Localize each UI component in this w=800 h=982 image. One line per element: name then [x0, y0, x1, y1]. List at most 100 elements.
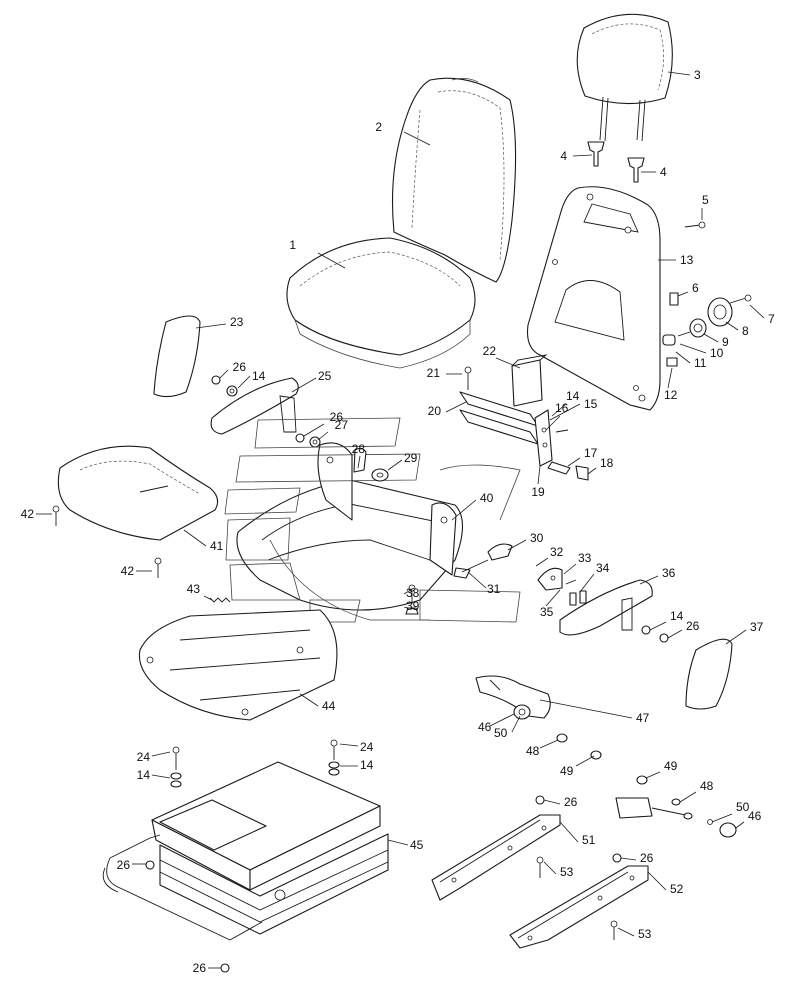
parts-layer: [52, 13, 752, 973]
callout-9: 9: [703, 333, 729, 349]
leader-line: [299, 693, 319, 707]
knob-assembly-parts: [662, 297, 733, 367]
callout-number: 14: [252, 369, 266, 383]
callout-26: 26: [667, 619, 700, 639]
callout-number: 48: [700, 779, 714, 793]
callout-38: 38: [403, 586, 420, 600]
seat-cushion-part: [286, 237, 476, 369]
leader-line: [559, 821, 579, 843]
callout-number: 52: [670, 882, 684, 896]
callout-number: 33: [578, 551, 592, 565]
callout-14: 14: [137, 768, 171, 782]
callout-number: 45: [410, 838, 424, 852]
callout-number: 30: [530, 531, 544, 545]
leader-line: [551, 403, 567, 417]
small-fastener-parts-left: [211, 375, 321, 448]
seat-frame-part: [224, 417, 521, 623]
callout-number: 5: [702, 193, 709, 207]
callout-18: 18: [587, 456, 614, 475]
headrest-part: [576, 13, 673, 142]
leader-line: [587, 467, 597, 475]
leader-line: [387, 839, 409, 846]
callout-number: 17: [584, 446, 598, 460]
backrest-cushion-part: [391, 77, 517, 283]
leader-line: [195, 323, 227, 329]
callout-number: 12: [664, 388, 678, 402]
callout-number: 22: [483, 344, 497, 358]
callout-22: 22: [483, 344, 521, 369]
callout-53: 53: [543, 861, 574, 879]
callout-26: 26: [303, 410, 344, 437]
callout-26: 26: [193, 961, 221, 975]
callout-37: 37: [725, 620, 764, 645]
callout-40: 40: [451, 491, 494, 521]
callout-number: 2: [375, 120, 382, 134]
suspension-fastener-parts: [145, 739, 340, 870]
callout-number: 50: [494, 726, 508, 740]
callout-number: 53: [638, 927, 652, 941]
rail-upper-part: [431, 795, 561, 901]
suspension-part: [102, 761, 389, 973]
leader-line: [451, 499, 477, 521]
callout-layer: 1234456789101112131414151617181920212223…: [21, 68, 775, 975]
leader-line: [183, 529, 207, 547]
leader-line: [545, 589, 561, 607]
callout-14: 14: [340, 758, 374, 772]
leader-line: [647, 871, 667, 891]
callout-27: 27: [317, 418, 348, 441]
callout-46: 46: [478, 713, 515, 734]
callout-3: 3: [667, 68, 701, 82]
callout-35: 35: [540, 589, 561, 619]
leader-line: [151, 751, 171, 757]
leader-line: [543, 799, 561, 805]
callout-6: 6: [677, 281, 699, 297]
leader-line: [495, 357, 521, 369]
callout-number: 26: [686, 619, 700, 633]
callout-number: 44: [322, 699, 336, 713]
callout-24: 24: [137, 750, 171, 764]
callout-number: 32: [550, 545, 564, 559]
callout-number: 36: [662, 566, 676, 580]
callout-number: 49: [664, 759, 678, 773]
callout-14: 14: [551, 389, 580, 417]
leader-line: [579, 573, 595, 593]
spring-and-base-parts: [138, 597, 338, 721]
callout-number: 20: [428, 404, 442, 418]
callout-50: 50: [711, 800, 750, 823]
leader-line: [151, 774, 171, 779]
callout-number: 53: [560, 865, 574, 879]
callout-4: 4: [560, 149, 593, 163]
bushing-parts: [353, 447, 389, 482]
leader-line: [539, 699, 633, 719]
callout-number: 14: [670, 609, 684, 623]
callout-42: 42: [21, 507, 52, 521]
leader-line: [543, 861, 557, 875]
leader-line: [572, 154, 593, 157]
callout-number: 11: [694, 356, 707, 370]
leader-line: [403, 587, 415, 595]
callout-number: 4: [560, 149, 567, 163]
callout-number: 50: [736, 800, 750, 814]
leader-line: [403, 606, 419, 611]
lever-parts: [453, 543, 513, 579]
leader-line: [675, 351, 691, 364]
leader-line: [291, 377, 317, 393]
callout-number: 46: [748, 809, 762, 823]
leader-line: [667, 629, 683, 639]
callout-number: 42: [21, 507, 35, 521]
leader-line: [667, 71, 691, 76]
callout-51: 51: [559, 821, 596, 847]
leader-line: [563, 563, 577, 575]
callout-number: 28: [352, 442, 366, 456]
leader-line: [725, 629, 747, 645]
leader-line: [639, 575, 659, 585]
callout-number: 26: [330, 410, 344, 424]
callout-number: 26: [193, 961, 207, 975]
leader-line: [617, 927, 635, 937]
leader-line: [357, 455, 361, 469]
callout-number: 37: [750, 620, 764, 634]
leader-line: [667, 367, 673, 389]
leader-line: [317, 252, 346, 269]
callout-29: 29: [387, 451, 418, 471]
